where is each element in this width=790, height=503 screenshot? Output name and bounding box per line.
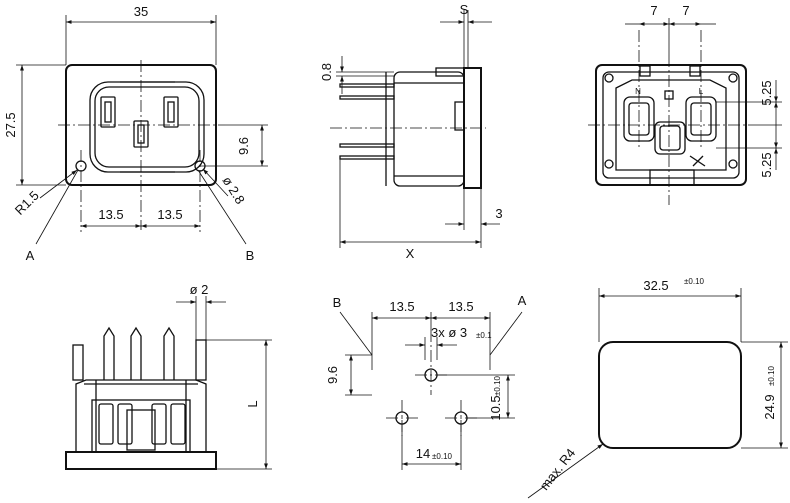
- pattern-horizontal-dim: 14: [416, 446, 430, 461]
- cutout-width-dim: 32.5: [643, 278, 668, 293]
- side-s-dim: S: [460, 2, 469, 17]
- rear-upper-dim: 5.25: [759, 80, 774, 105]
- rear-pitch-right: 7: [682, 3, 689, 18]
- front-hole-dia: ø 2.8: [219, 174, 247, 207]
- rear-lower-dim: 5.25: [759, 152, 774, 177]
- pattern-holes-tol: ±0.1: [476, 331, 492, 340]
- cutout-radius: max. R4: [537, 446, 579, 493]
- rear-view: N L 7 7 5.25 5.25: [588, 3, 782, 205]
- pattern-holes-dim: 3x ø 3: [431, 325, 467, 340]
- side-view: S 0.8 X 3: [319, 2, 503, 261]
- front-width-dim: 35: [134, 4, 148, 19]
- pattern-spacing-right: 13.5: [448, 299, 473, 314]
- front-label-a: A: [26, 248, 35, 263]
- pin-length-dim: L: [245, 400, 260, 407]
- pin-view: ø 2 L: [65, 282, 272, 470]
- cutout-width-tol: ±0.10: [684, 277, 705, 286]
- side-depth-dim: X: [406, 246, 415, 261]
- panel-cutout: 32.5 ±0.10 24.9 ±0.10 max. R4: [527, 277, 788, 499]
- pattern-horizontal-tol: ±0.10: [432, 452, 453, 461]
- front-height-dim: 27.5: [3, 112, 18, 137]
- pattern-label-a: A: [518, 293, 527, 308]
- front-label-b: B: [246, 248, 255, 263]
- cutout-height-dim: 24.9: [762, 394, 777, 419]
- pattern-vertical-dim: 10.5: [488, 395, 503, 420]
- pattern-offset-dim: 9.6: [325, 366, 340, 384]
- side-thickness-dim: 0.8: [319, 63, 334, 81]
- rear-pitch-left: 7: [650, 3, 657, 18]
- front-spacing-left: 13.5: [98, 207, 123, 222]
- front-offset-dim: 9.6: [236, 137, 251, 155]
- hole-pattern: 13.5 13.5 B A 3x ø 3 ±0.1 9.6 10.5 ±0.10…: [325, 293, 527, 470]
- pin-dia-dim: ø 2: [190, 282, 209, 297]
- front-spacing-right: 13.5: [157, 207, 182, 222]
- front-radius: R1.5: [12, 188, 42, 218]
- pattern-vertical-tol: ±0.10: [493, 375, 502, 396]
- cutout-height-tol: ±0.10: [767, 365, 776, 386]
- rear-terminal-n: N: [635, 87, 641, 96]
- pattern-label-b: B: [333, 295, 342, 310]
- side-flange-dim: 3: [495, 206, 502, 221]
- front-view: 35 27.5 9.6 ø 2.8 R1.5 13.5 13.5 A B: [3, 4, 268, 263]
- pattern-spacing-left: 13.5: [389, 299, 414, 314]
